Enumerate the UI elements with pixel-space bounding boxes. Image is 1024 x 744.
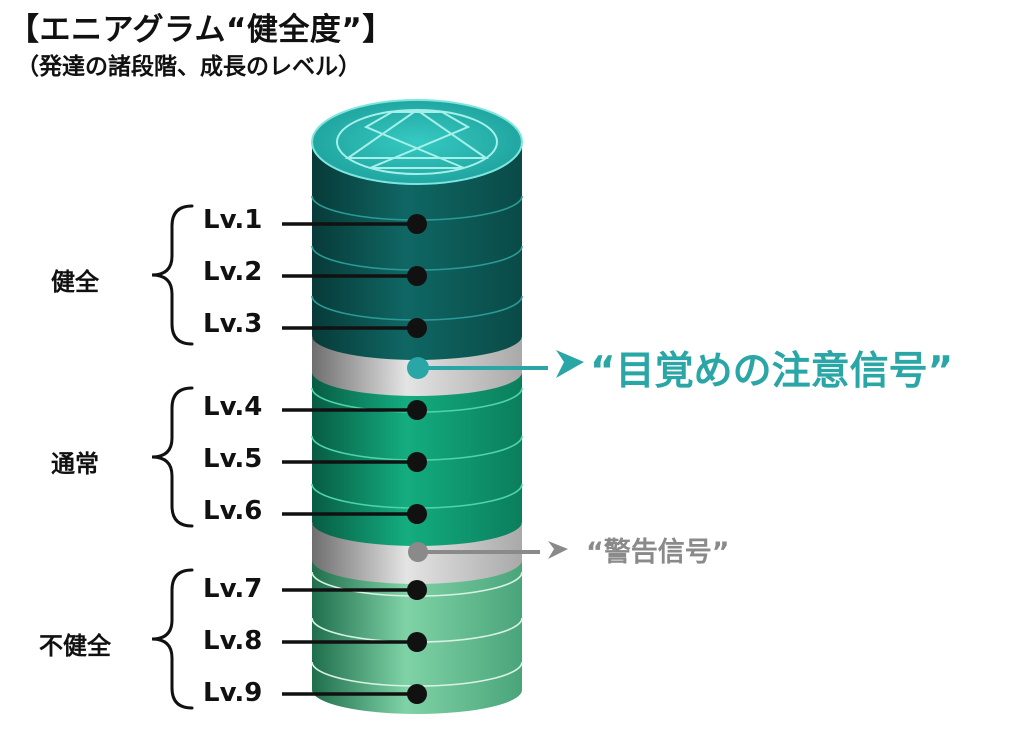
level-label-1: Lv.1 (203, 205, 263, 235)
level-label-9: Lv.9 (203, 678, 263, 708)
level-label-7: Lv.7 (203, 574, 263, 604)
bracket-normal (151, 386, 194, 528)
cylinder-section-healthy (312, 142, 522, 360)
level-label-5: Lv.5 (203, 444, 263, 474)
level-dot-1 (407, 214, 427, 234)
arrow-icon (548, 541, 568, 559)
signal-pointer-awakening (407, 350, 584, 379)
level-dot-9 (407, 684, 427, 704)
level-dot-8 (407, 632, 427, 652)
bracket-unhealthy (151, 568, 194, 710)
level-pointers (282, 214, 427, 704)
level-dot-6 (407, 504, 427, 524)
level-dot-7 (407, 580, 427, 600)
level-dot-2 (407, 266, 427, 286)
level-label-3: Lv.3 (203, 309, 263, 339)
page-subtitle: （発達の諸段階、成長のレベル） (16, 54, 361, 80)
page-title: 【エニアグラム“健全度”】 (8, 12, 394, 48)
bracket-healthy (151, 204, 194, 346)
level-label-2: Lv.2 (203, 257, 263, 287)
cylinder-cap (311, 99, 523, 185)
level-label-8: Lv.8 (203, 626, 263, 656)
signal-label-warning: “警告信号” (586, 537, 730, 568)
arrow-icon (556, 350, 584, 378)
signal-label-awakening: “目覚めの注意信号” (590, 349, 954, 394)
level-dot-4 (407, 400, 427, 420)
level-label-4: Lv.4 (203, 392, 263, 422)
group-label-normal: 通常 (51, 450, 99, 478)
level-label-6: Lv.6 (203, 496, 263, 526)
group-label-healthy: 健全 (51, 268, 99, 296)
signal-pointer-warning (408, 541, 568, 562)
enneagram-icon (336, 108, 498, 175)
level-dot-3 (407, 318, 427, 338)
group-label-unhealthy: 不健全 (39, 632, 111, 660)
level-dot-5 (407, 452, 427, 472)
group-brackets (151, 204, 194, 710)
